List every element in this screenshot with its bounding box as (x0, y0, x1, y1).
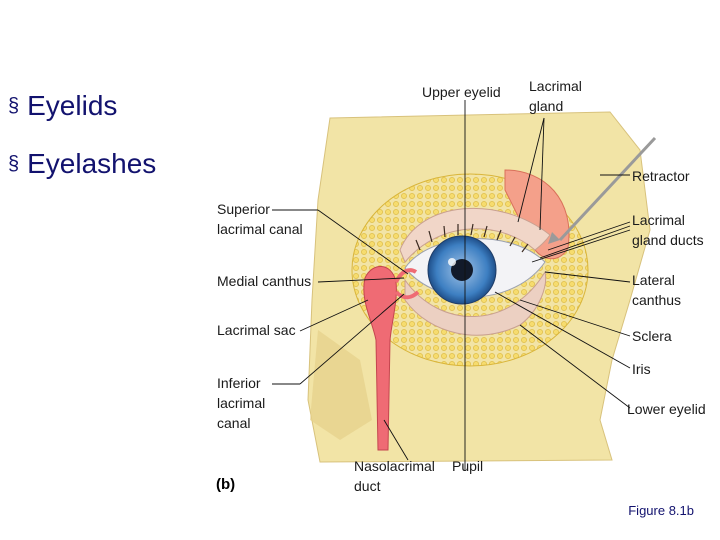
label-lower-eyelid: Lower eyelid (627, 399, 706, 419)
label-lacrimal-gland-ducts-line1: Lacrimal (632, 210, 685, 230)
label-inferior-lacrimal-canal-line2: lacrimal (217, 393, 265, 413)
label-pupil: Pupil (452, 456, 483, 476)
label-lacrimal-sac: Lacrimal sac (217, 320, 296, 340)
label-superior-lacrimal-canal-line2: lacrimal canal (217, 219, 303, 239)
label-lateral-canthus-line1: Lateral (632, 270, 675, 290)
label-iris: Iris (632, 359, 651, 379)
label-lacrimal-gland-ducts-line2: gland ducts (632, 230, 704, 250)
label-nasolacrimal-duct-line2: duct (354, 476, 380, 496)
label-lacrimal-gland-line2: gland (529, 96, 563, 116)
label-lacrimal-gland-line1: Lacrimal (529, 76, 582, 96)
label-superior-lacrimal-canal-line1: Superior (217, 199, 270, 219)
iris-highlight (448, 258, 456, 266)
label-sclera: Sclera (632, 326, 672, 346)
label-retractor: Retractor (632, 166, 690, 186)
label-inferior-lacrimal-canal-line1: Inferior (217, 373, 261, 393)
label-medial-canthus: Medial canthus (217, 271, 311, 291)
panel-label: (b) (216, 476, 235, 493)
label-upper-eyelid: Upper eyelid (422, 82, 501, 102)
label-lateral-canthus-line2: canthus (632, 290, 681, 310)
label-inferior-lacrimal-canal-line3: canal (217, 413, 250, 433)
figure-caption: Figure 8.1b (628, 503, 694, 518)
label-nasolacrimal-duct-line1: Nasolacrimal (354, 456, 435, 476)
